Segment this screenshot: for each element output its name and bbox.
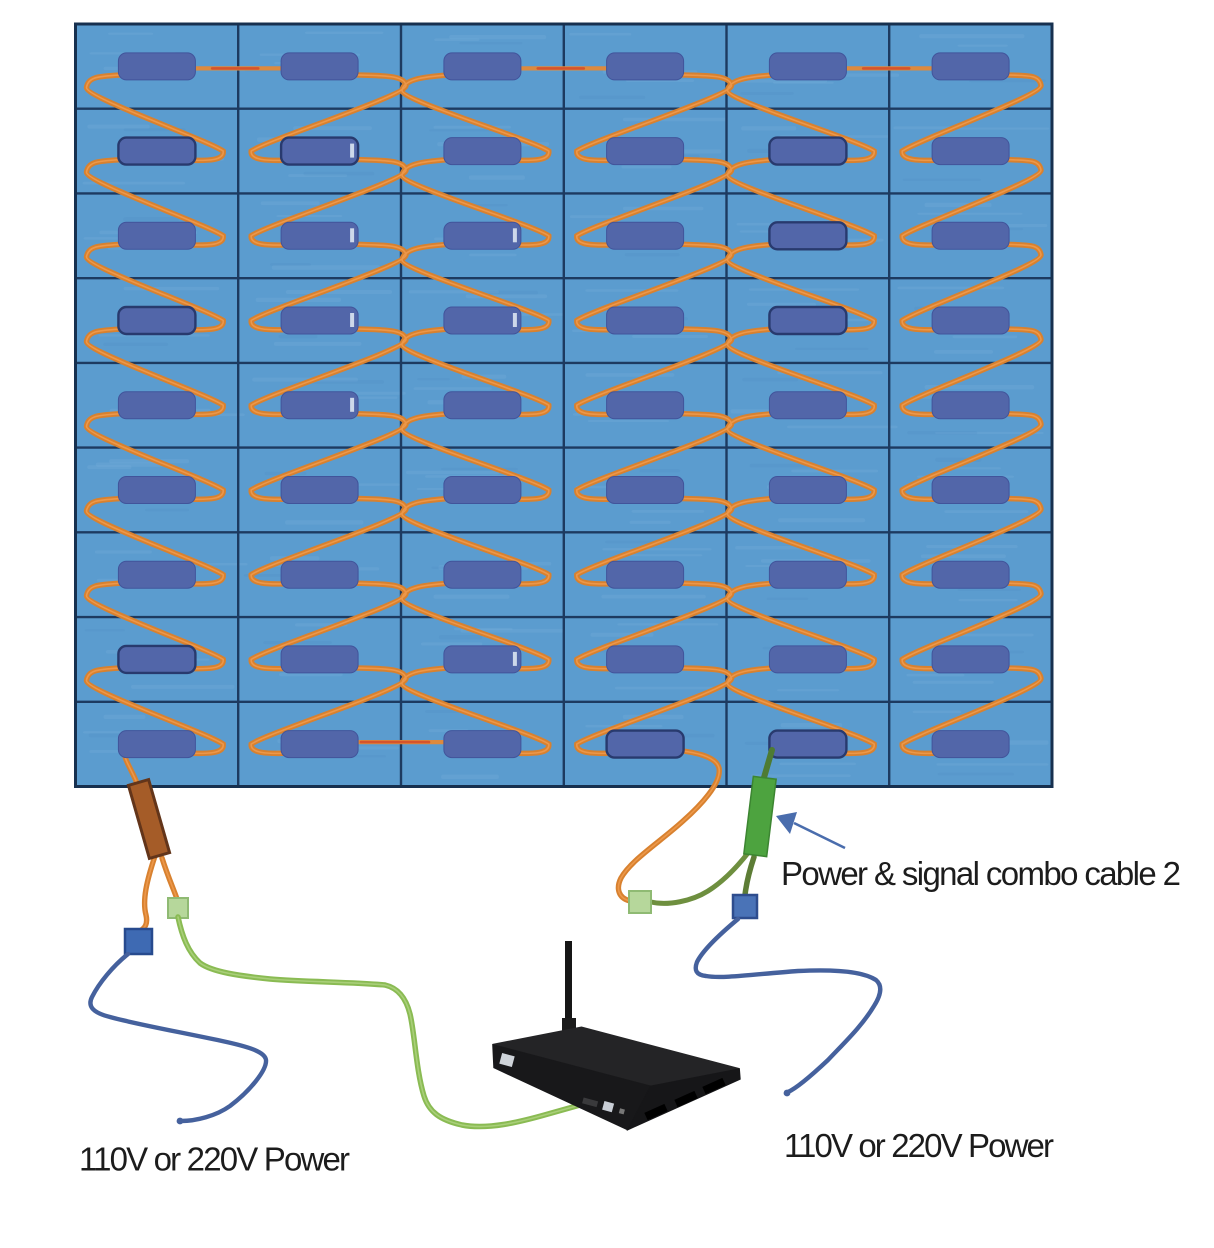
- svg-text:110V or 220V Power: 110V or 220V Power: [784, 1127, 1054, 1164]
- svg-text:Power & signal combo cable 2: Power & signal combo cable 2: [781, 855, 1181, 892]
- svg-text:110V or 220V Power: 110V or 220V Power: [79, 1141, 350, 1178]
